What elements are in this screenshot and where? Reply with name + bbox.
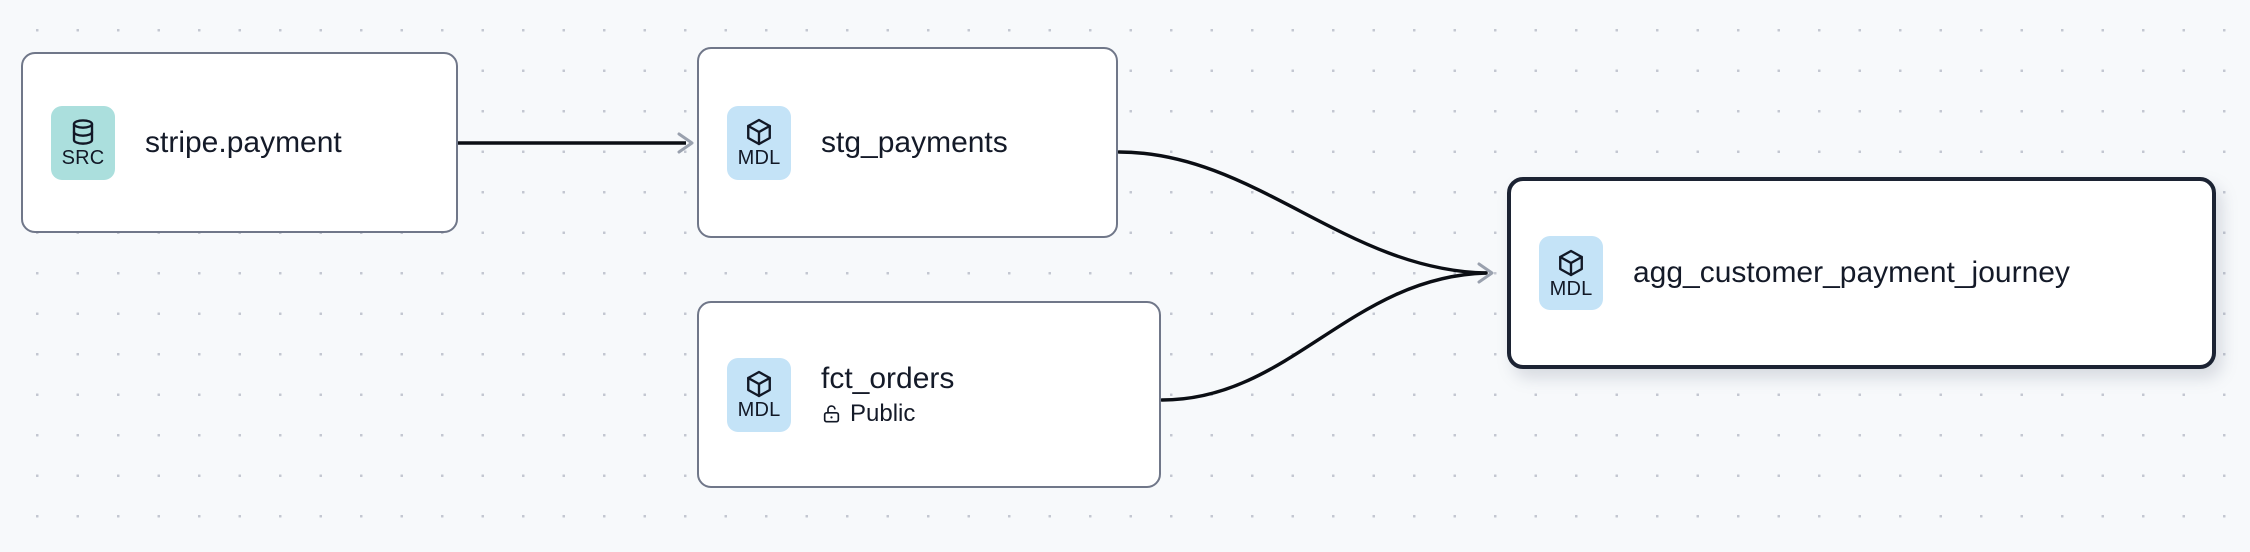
node-badge-label: MDL	[1549, 277, 1593, 300]
cube-icon	[1556, 248, 1586, 278]
node-body: stripe.payment	[145, 127, 342, 159]
node-visibility-label: Public	[850, 399, 916, 427]
node-badge-label: SRC	[61, 147, 105, 169]
database-icon	[68, 117, 98, 147]
node-badge-mdl: MDL	[1539, 236, 1603, 310]
edge-stripe-to-stg	[458, 132, 694, 154]
node-stripe-payment[interactable]: SRC stripe.payment	[21, 52, 458, 233]
node-title: stripe.payment	[145, 125, 342, 159]
node-body: stg_payments	[821, 127, 1008, 159]
arrowhead-into-agg	[1477, 262, 1494, 284]
node-stg-payments[interactable]: MDL stg_payments	[697, 47, 1118, 238]
edge-stg-to-agg	[1117, 150, 1488, 275]
node-fct-orders[interactable]: MDL fct_orders Public	[697, 301, 1161, 488]
node-visibility: Public	[821, 399, 954, 427]
edge-fct-to-agg	[1160, 271, 1488, 402]
node-title: fct_orders	[821, 362, 955, 396]
cube-icon	[744, 117, 774, 147]
cube-icon	[744, 369, 774, 399]
node-badge-label: MDL	[737, 147, 781, 169]
node-badge-label: MDL	[737, 399, 781, 421]
node-badge-src: SRC	[51, 105, 115, 180]
unlock-icon	[821, 403, 842, 424]
node-agg-customer-payment-journey[interactable]: MDL agg_customer_payment_journey	[1507, 177, 2216, 369]
node-title: stg_payments	[821, 125, 1008, 159]
node-badge-mdl: MDL	[727, 357, 791, 432]
node-badge-mdl: MDL	[727, 105, 791, 180]
node-body: fct_orders Public	[821, 363, 954, 426]
node-title: agg_customer_payment_journey	[1633, 256, 2070, 290]
node-body: agg_customer_payment_journey	[1633, 257, 2070, 289]
